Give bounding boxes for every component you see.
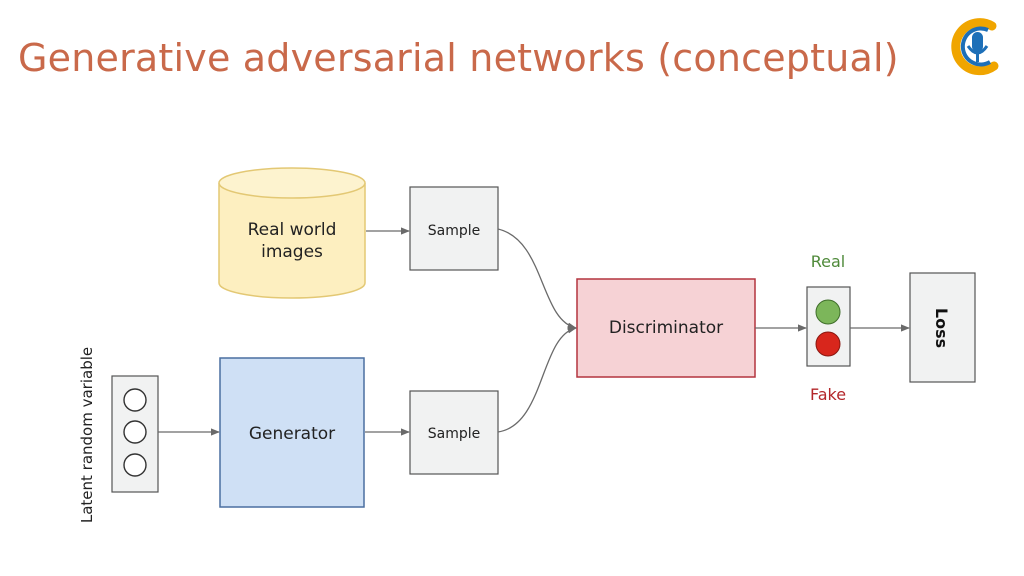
real-world-images-database: Real world images — [218, 167, 366, 299]
loss-label: Loss — [932, 308, 951, 348]
fake-light-icon — [815, 331, 841, 357]
latent-vector — [111, 375, 159, 493]
arrow-sample-top-to-discriminator — [497, 228, 577, 330]
loss-box: Loss — [909, 272, 976, 383]
sample-box-top: Sample — [409, 186, 499, 271]
real-world-images-label-line1: Real world — [248, 220, 337, 240]
real-fake-indicator — [806, 286, 851, 367]
real-light-icon — [815, 299, 841, 325]
connectors — [158, 227, 910, 436]
sample-bottom-label: Sample — [428, 426, 481, 442]
real-label: Real — [811, 252, 846, 271]
latent-node-2 — [123, 420, 147, 444]
latent-node-3 — [123, 453, 147, 477]
sample-box-bottom: Sample — [409, 390, 499, 475]
latent-node-1 — [123, 388, 147, 412]
generator-box: Generator — [219, 357, 365, 508]
discriminator-label: Discriminator — [609, 318, 723, 338]
slide-title: Generative adversarial networks (concept… — [18, 36, 899, 80]
real-world-images-label-line2: images — [261, 242, 323, 262]
sample-top-label: Sample — [428, 223, 481, 239]
latent-variable-label: Latent random variable — [78, 347, 96, 523]
arrow-sample-bottom-to-discriminator — [497, 326, 577, 433]
microphone-c-logo-icon — [951, 18, 999, 76]
discriminator-box: Discriminator — [576, 278, 756, 378]
generator-label: Generator — [249, 424, 335, 444]
fake-label: Fake — [810, 385, 846, 404]
